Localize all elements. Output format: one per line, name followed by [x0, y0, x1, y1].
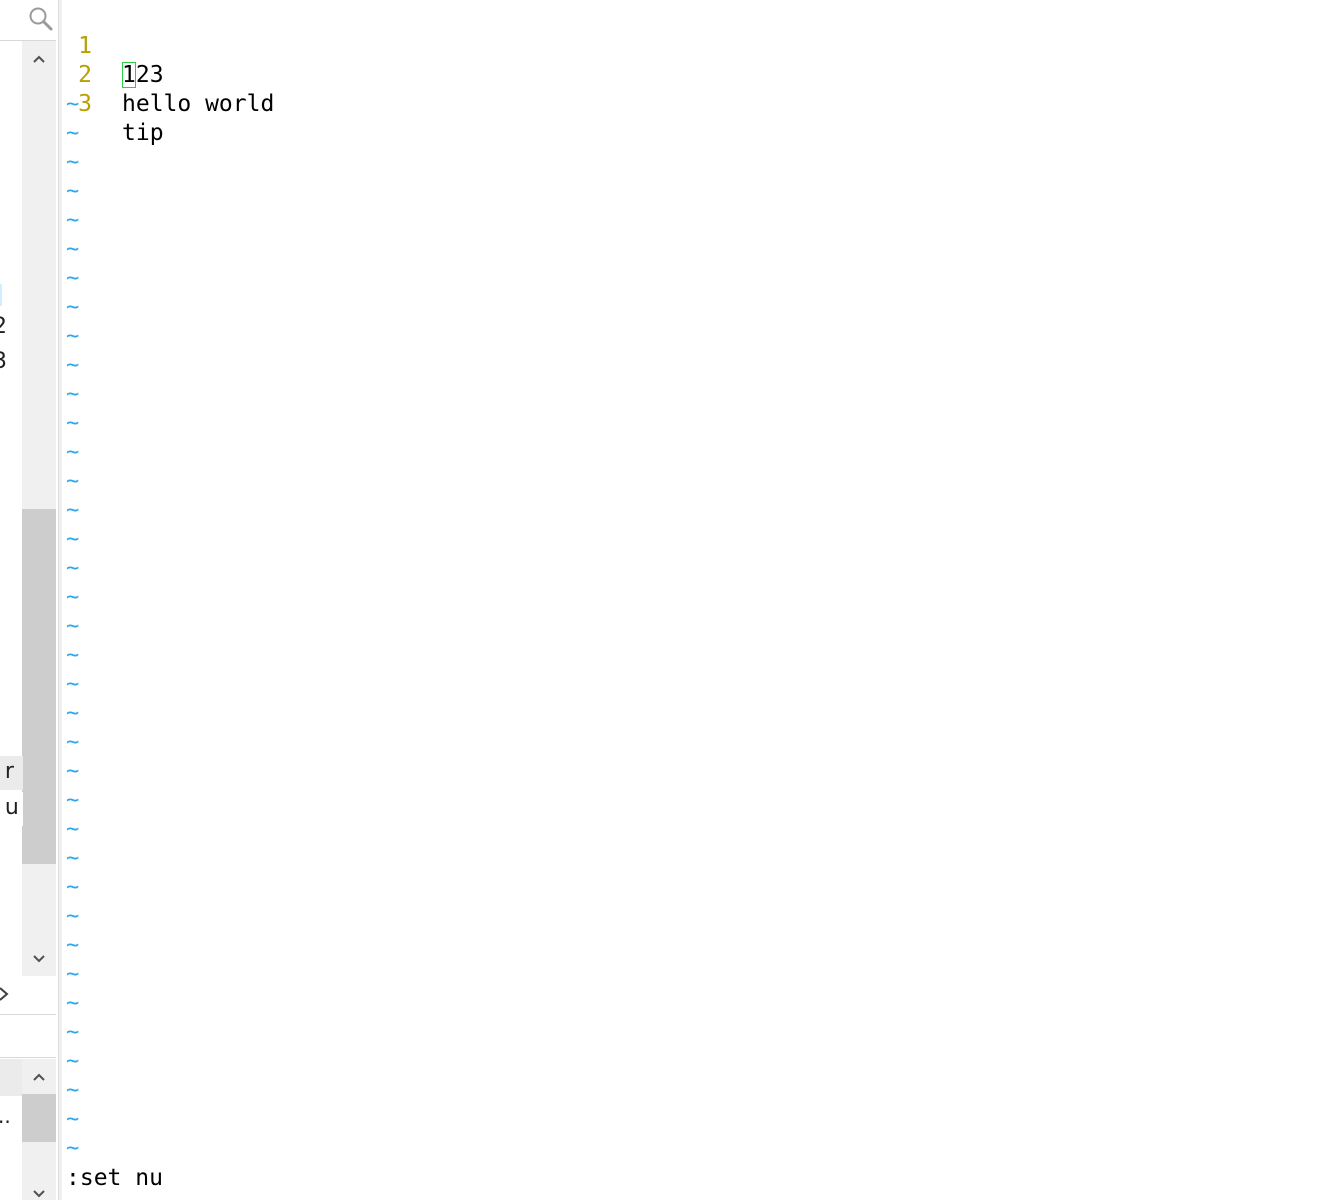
scroll-down-icon[interactable] — [22, 950, 56, 968]
tilde-marker: ~ — [66, 92, 80, 117]
vim-editor[interactable]: 1 123 2 hello world 3 tip ~~~~~~~~~~~~~~… — [62, 0, 1339, 1200]
tilde-marker: ~ — [66, 991, 80, 1016]
tilde-marker: ~ — [66, 556, 80, 581]
search-box[interactable] — [0, 0, 56, 41]
tilde-marker: ~ — [66, 585, 80, 610]
command-line[interactable]: :set nu — [66, 1165, 163, 1191]
search-icon[interactable] — [28, 6, 54, 32]
divider — [0, 1014, 56, 1015]
tilde-marker: ~ — [66, 208, 80, 233]
tilde-marker: ~ — [66, 1107, 80, 1132]
tilde-marker: ~ — [66, 1078, 80, 1103]
editor-line[interactable]: 1 123 — [62, 3, 164, 88]
list-item-label: - r — [0, 759, 14, 784]
tilde-marker: ~ — [66, 411, 80, 436]
tilde-marker: ~ — [66, 933, 80, 958]
tilde-marker: ~ — [66, 817, 80, 842]
divider — [0, 1057, 56, 1058]
tilde-marker: ~ — [66, 382, 80, 407]
tilde-marker: ~ — [66, 904, 80, 929]
tilde-marker: ~ — [66, 614, 80, 639]
tree-selected-marker — [0, 284, 2, 306]
tilde-marker: ~ — [66, 527, 80, 552]
tilde-marker: ~ — [66, 498, 80, 523]
tree-fragment[interactable]: 2 — [0, 314, 7, 339]
tilde-marker: ~ — [66, 701, 80, 726]
tilde-marker: ~ — [66, 1136, 80, 1161]
pane-splitter[interactable] — [58, 0, 62, 1200]
scroll-down-icon[interactable] — [22, 1185, 56, 1200]
line-text-rest: 23 — [135, 62, 164, 88]
tilde-marker: ~ — [66, 962, 80, 987]
tilde-marker: ~ — [66, 353, 80, 378]
tilde-marker: ~ — [66, 179, 80, 204]
tilde-marker: ~ — [66, 150, 80, 175]
tilde-marker: ~ — [66, 324, 80, 349]
tree-fragment[interactable]: 3 — [0, 349, 7, 374]
line-text: 123 — [122, 61, 164, 90]
tilde-marker: ~ — [66, 1049, 80, 1074]
tilde-marker: ~ — [66, 643, 80, 668]
tilde-marker: ~ — [66, 121, 80, 146]
list-item[interactable]: - u — [0, 792, 23, 826]
lower-scrollbar-thumb[interactable] — [22, 1094, 56, 1142]
lower-list-row-highlight[interactable] — [0, 1059, 22, 1096]
cursor: 1 — [122, 62, 136, 88]
tilde-marker: ~ — [66, 237, 80, 262]
tilde-marker: ~ — [66, 730, 80, 755]
list-item-label: - u — [0, 795, 19, 820]
chevron-right-icon[interactable] — [0, 984, 12, 1004]
left-side-panel: 2 3 - r - u .. — [0, 0, 58, 1200]
tilde-marker: ~ — [66, 440, 80, 465]
tilde-marker: ~ — [66, 759, 80, 784]
line-number: 1 — [78, 33, 92, 59]
tilde-marker: ~ — [66, 846, 80, 871]
line-number: 3 — [78, 91, 92, 117]
editor-line[interactable]: 3 tip — [62, 61, 163, 146]
tilde-marker: ~ — [66, 1020, 80, 1045]
tilde-marker: ~ — [66, 469, 80, 494]
line-text: hello world — [122, 91, 275, 117]
line-number: 2 — [78, 62, 92, 88]
editor-line[interactable]: 2 hello world — [62, 32, 274, 117]
tilde-marker: ~ — [66, 788, 80, 813]
list-item[interactable]: - r — [0, 756, 23, 790]
tilde-marker: ~ — [66, 295, 80, 320]
scroll-up-icon[interactable] — [22, 1068, 56, 1086]
tilde-marker: ~ — [66, 266, 80, 291]
tilde-marker: ~ — [66, 875, 80, 900]
scroll-up-icon[interactable] — [22, 50, 56, 68]
upper-scrollbar-thumb[interactable] — [22, 509, 56, 864]
list-item-label[interactable]: .. — [0, 1104, 11, 1128]
line-text: tip — [122, 120, 164, 146]
tilde-marker: ~ — [66, 672, 80, 697]
